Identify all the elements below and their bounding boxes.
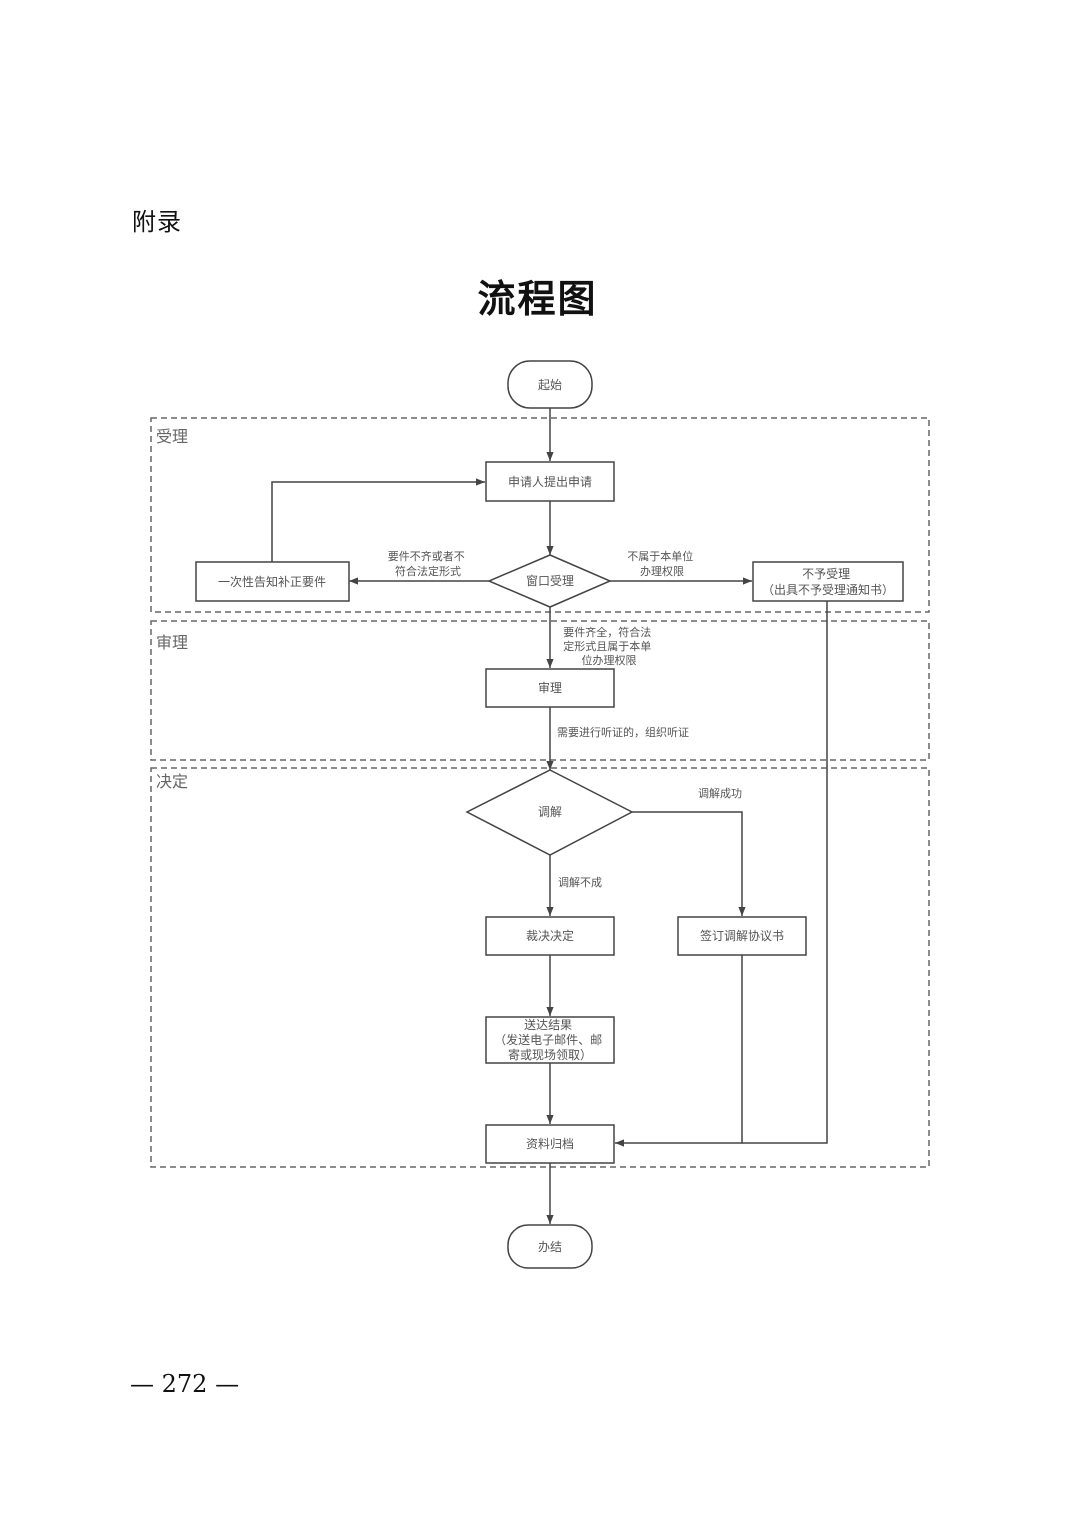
node-review-label: 审理 xyxy=(538,680,562,695)
edge-notify-apply xyxy=(271,478,485,562)
edge-label-window-reject: 不属于本单位 办理权限 xyxy=(627,549,697,578)
node-apply-label: 申请人提出申请 xyxy=(508,474,592,489)
node-reject-label: 不予受理 （出具不予受理通知书） xyxy=(762,567,894,597)
node-ruling-label: 裁决决定 xyxy=(526,928,574,943)
node-review xyxy=(485,668,615,708)
node-agreement-label: 签订调解协议书 xyxy=(700,928,784,943)
edge-label-window-notify: 要件不齐或者不 符合法定形式 xyxy=(388,549,469,578)
edge-label-window-review: 要件齐全，符合法 定形式且属于本单 位办理权限 xyxy=(563,625,655,667)
node-window-label: 窗口受理 xyxy=(526,574,574,588)
appendix-label: 附录 xyxy=(132,208,182,236)
node-notify-label: 一次性告知补正要件 xyxy=(218,575,326,589)
edge-label-review-mediate: 需要进行听证的，组织听证 xyxy=(557,725,689,739)
node-ruling xyxy=(485,916,615,956)
lane-label-accept: 受理 xyxy=(156,427,188,446)
node-archive xyxy=(485,1124,615,1164)
lane-label-decide: 决定 xyxy=(156,772,188,791)
edge-agreement-archive xyxy=(615,955,743,1147)
edge-mediate-agreement xyxy=(632,811,746,916)
lane-accept: 受理 xyxy=(150,417,930,613)
edge-label-mediate-ruling: 调解不成 xyxy=(558,875,602,889)
node-mediate xyxy=(465,769,634,856)
node-notify xyxy=(195,561,350,602)
edge-reject-archive xyxy=(742,600,828,1144)
node-start-label: 起始 xyxy=(538,378,562,392)
node-start xyxy=(507,360,593,409)
node-deliver xyxy=(485,1016,615,1064)
node-apply xyxy=(485,461,615,502)
lane-review: 审理 xyxy=(150,620,930,761)
page-number: — 272 — xyxy=(130,1370,240,1398)
node-agreement xyxy=(677,916,807,956)
edge-label-mediate-agreement: 调解成功 xyxy=(698,786,742,800)
node-deliver-label: 送达结果 （发送电子邮件、邮 寄或现场领取） xyxy=(494,1017,606,1062)
lane-decide: 决定 xyxy=(150,767,930,1168)
page-title: 流程图 xyxy=(477,276,598,321)
node-end-label: 办结 xyxy=(538,1239,562,1254)
node-mediate-label: 调解 xyxy=(538,805,562,819)
node-reject xyxy=(752,561,904,602)
node-window xyxy=(487,554,612,608)
node-end xyxy=(507,1224,593,1269)
lane-label-review: 审理 xyxy=(156,633,188,652)
node-archive-label: 资料归档 xyxy=(526,1137,574,1151)
